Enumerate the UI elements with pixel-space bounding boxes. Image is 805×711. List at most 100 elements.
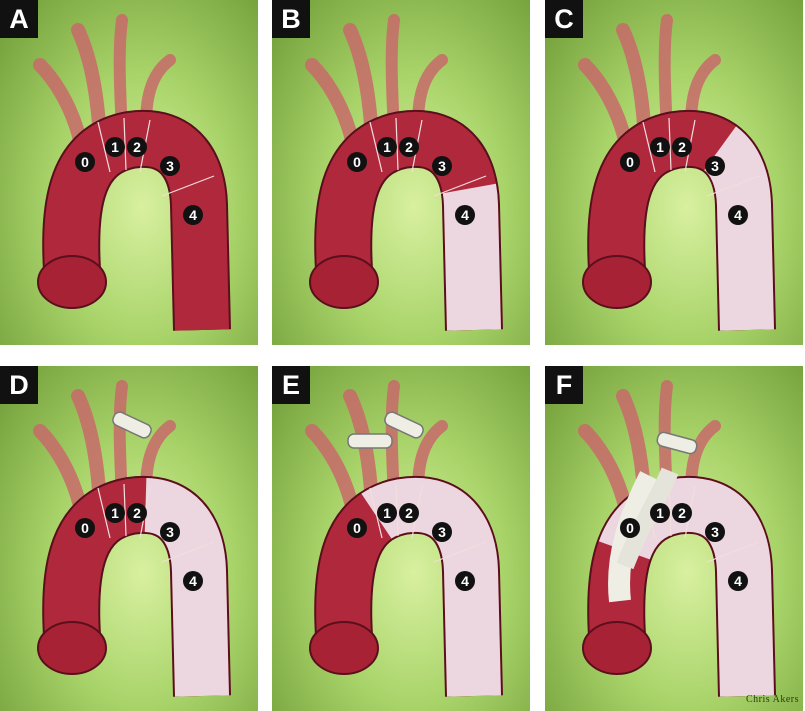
zone-number-1: 1 <box>111 505 119 521</box>
zone-marker <box>105 137 125 157</box>
zone-marker <box>650 503 670 523</box>
zone-number-2: 2 <box>678 139 686 155</box>
panel-label: F <box>545 366 583 404</box>
zone-boundary-line <box>395 117 399 171</box>
zone-number-1: 1 <box>656 139 664 155</box>
zone-marker <box>183 571 203 591</box>
zone-marker <box>183 205 203 225</box>
panel-label: D <box>0 366 38 404</box>
branch-vessel <box>305 424 359 513</box>
zone-marker <box>728 571 748 591</box>
zone-boundary-line <box>161 541 215 563</box>
zone-marker <box>377 503 397 523</box>
branch-vessel <box>305 58 359 147</box>
zone-marker <box>455 571 475 591</box>
zone-marker <box>377 137 397 157</box>
zone-number-0: 0 <box>353 154 361 170</box>
zone-number-2: 2 <box>133 505 141 521</box>
aortic-root <box>37 621 107 675</box>
zone-number-1: 1 <box>383 505 391 521</box>
zone-number-4: 4 <box>461 207 469 223</box>
zone-boundary-line <box>395 483 399 537</box>
zone-boundary-line <box>433 175 487 197</box>
zone-number-3: 3 <box>711 524 719 540</box>
zone-marker <box>650 137 670 157</box>
branch-vessel <box>33 58 87 147</box>
zone-boundary-line <box>642 121 656 173</box>
aortic-root <box>582 621 652 675</box>
zone-boundary-line <box>97 487 111 539</box>
zone-number-0: 0 <box>626 520 634 536</box>
zone-number-3: 3 <box>438 158 446 174</box>
artist-signature: Chris Akers <box>746 694 799 705</box>
zone-boundary-line <box>369 121 383 173</box>
zone-number-1: 1 <box>656 505 664 521</box>
zone-boundary-line <box>123 117 127 171</box>
zone-number-3: 3 <box>438 524 446 540</box>
zone-marker <box>705 156 725 176</box>
zone-boundary-line <box>433 541 487 563</box>
zone-marker <box>75 518 95 538</box>
zone-number-4: 4 <box>189 573 197 589</box>
zone-boundary-line <box>668 117 672 171</box>
zone-marker <box>347 518 367 538</box>
zone-boundary-line <box>706 541 760 563</box>
zone-marker <box>399 137 419 157</box>
zone-marker <box>620 518 640 538</box>
zone-boundary-line <box>369 487 383 539</box>
zone-number-1: 1 <box>111 139 119 155</box>
aortic-root <box>309 621 379 675</box>
zone-number-0: 0 <box>353 520 361 536</box>
zone-marker <box>455 205 475 225</box>
zone-number-0: 0 <box>81 520 89 536</box>
zone-boundary-line <box>706 175 760 197</box>
zone-marker <box>728 205 748 225</box>
zone-marker <box>432 156 452 176</box>
bypass-graft <box>616 467 679 570</box>
panel-label: E <box>272 366 310 404</box>
zone-marker <box>672 137 692 157</box>
panel-label: A <box>0 0 38 38</box>
branch-vessel <box>578 58 632 147</box>
zone-number-4: 4 <box>189 207 197 223</box>
zone-number-2: 2 <box>678 505 686 521</box>
panel-label: C <box>545 0 583 38</box>
zone-marker <box>127 137 147 157</box>
zone-number-0: 0 <box>81 154 89 170</box>
zone-marker <box>399 503 419 523</box>
stent-graft <box>589 111 774 331</box>
zone-marker <box>620 152 640 172</box>
aortic-root <box>582 255 652 309</box>
zone-number-2: 2 <box>405 505 413 521</box>
zone-number-2: 2 <box>405 139 413 155</box>
branch-vessel <box>33 424 87 513</box>
bypass-graft <box>112 411 152 439</box>
zone-marker <box>160 156 180 176</box>
zone-number-3: 3 <box>166 524 174 540</box>
bypass-graft <box>656 431 698 455</box>
zone-number-1: 1 <box>383 139 391 155</box>
bypass-graft <box>384 411 424 439</box>
zone-marker <box>75 152 95 172</box>
zone-boundary-line <box>161 175 215 197</box>
zone-boundary-line <box>97 121 111 173</box>
zone-number-4: 4 <box>461 573 469 589</box>
bypass-graft <box>347 433 393 449</box>
zone-boundary-line <box>123 483 127 537</box>
zone-marker <box>347 152 367 172</box>
aortic-root <box>37 255 107 309</box>
zone-marker <box>160 522 180 542</box>
panel-label: B <box>272 0 310 38</box>
zone-marker <box>432 522 452 542</box>
